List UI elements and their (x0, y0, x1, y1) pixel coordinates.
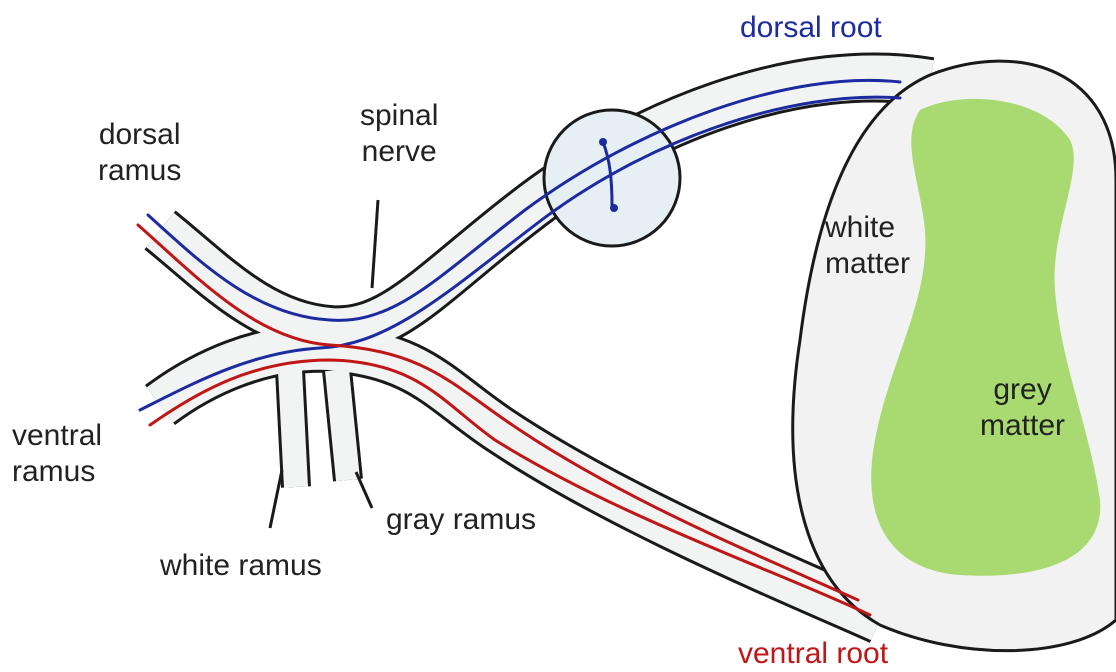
white-ramus-leader (270, 470, 282, 528)
white-matter-label-line-1: white (825, 210, 910, 246)
dorsal-ramus-label-line-1: dorsal (98, 117, 181, 153)
gray-ramus-label: gray ramus (386, 502, 536, 538)
spinal-nerve-label-line-1: spinal (360, 98, 438, 134)
spinal-nerve-label-line-2: nerve (360, 134, 438, 170)
gray-ramus-leader (356, 472, 372, 508)
grey-matter-label-line-2: matter (980, 408, 1065, 444)
ganglion-cell-body (599, 138, 607, 146)
ganglion-cell-terminal (610, 204, 618, 212)
ventral-ramus-label-line-1: ventral (12, 418, 102, 454)
grey-matter-label: grey matter (980, 372, 1065, 444)
dorsal-ramus-label-line-2: ramus (98, 153, 181, 189)
ventral-ramus-label: ventral ramus (12, 418, 102, 490)
gray-ramus (337, 370, 348, 480)
white-ramus-label: white ramus (160, 548, 322, 584)
grey-matter-label-line-1: grey (980, 372, 1065, 408)
spinal-nerve-label: spinal nerve (360, 98, 438, 170)
dorsal-root-label: dorsal root (740, 10, 882, 46)
white-ramus (290, 370, 296, 487)
white-matter-label: white matter (825, 210, 910, 282)
spinal-nerve-leader (372, 200, 378, 288)
dorsal-ramus-label: dorsal ramus (98, 117, 181, 189)
ventral-root-label: ventral root (738, 636, 888, 672)
white-matter-label-line-2: matter (825, 246, 910, 282)
ventral-ramus-label-line-2: ramus (12, 454, 102, 490)
